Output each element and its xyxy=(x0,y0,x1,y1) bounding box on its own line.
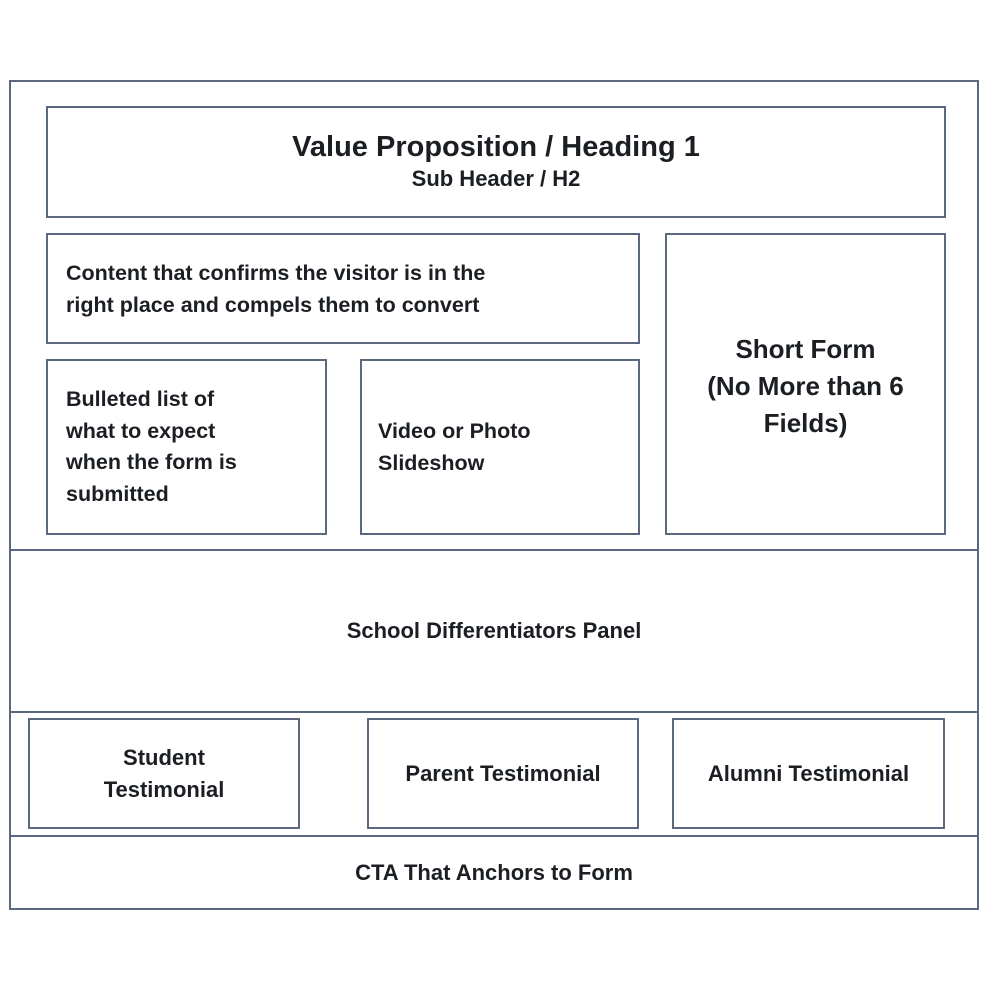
bullets-text-line: submitted xyxy=(66,481,169,506)
form-text-line: Fields) xyxy=(763,408,848,438)
media-slideshow-block: Video or Photo Slideshow xyxy=(360,359,640,535)
page-heading: Value Proposition / Heading 1 xyxy=(292,131,700,163)
form-text-line: (No More than 6 xyxy=(707,371,904,401)
section-divider xyxy=(9,549,979,551)
media-text-line: Slideshow xyxy=(378,451,485,475)
differentiators-panel: School Differentiators Panel xyxy=(9,551,979,711)
bullets-text-line: Bulleted list of xyxy=(66,387,215,411)
intro-content-block: Content that confirms the visitor is in … xyxy=(46,233,640,344)
student-testimonial-line: Student xyxy=(123,744,205,770)
parent-testimonial-label: Parent Testimonial xyxy=(405,760,601,786)
bullets-text-line: what to expect xyxy=(66,418,216,443)
section-divider xyxy=(9,711,979,713)
media-text-line: Video or Photo xyxy=(378,419,531,443)
intro-text-line: right place and compels them to convert xyxy=(66,292,480,317)
alumni-testimonial-block: Alumni Testimonial xyxy=(672,718,945,829)
bullets-text-line: when the form is xyxy=(66,450,237,474)
page-subheading: Sub Header / H2 xyxy=(411,166,581,191)
intro-text-line: Content that confirms the visitor is in … xyxy=(66,260,486,285)
alumni-testimonial-label: Alumni Testimonial xyxy=(707,760,910,786)
student-testimonial-block: Student Testimonial xyxy=(28,718,300,829)
cta-anchor-section: CTA That Anchors to Form xyxy=(9,837,979,908)
bulleted-list-block: Bulleted list of what to expect when the… xyxy=(46,359,327,535)
heading-block: Value Proposition / Heading 1 Sub Header… xyxy=(46,106,946,218)
short-form-block: Short Form (No More than 6 Fields) xyxy=(665,233,946,535)
form-text-line: Short Form xyxy=(735,334,876,364)
differentiators-label: School Differentiators Panel xyxy=(346,618,642,643)
section-divider xyxy=(9,835,979,837)
student-testimonial-line: Testimonial xyxy=(103,776,225,802)
cta-label: CTA That Anchors to Form xyxy=(355,859,633,885)
parent-testimonial-block: Parent Testimonial xyxy=(367,718,639,829)
